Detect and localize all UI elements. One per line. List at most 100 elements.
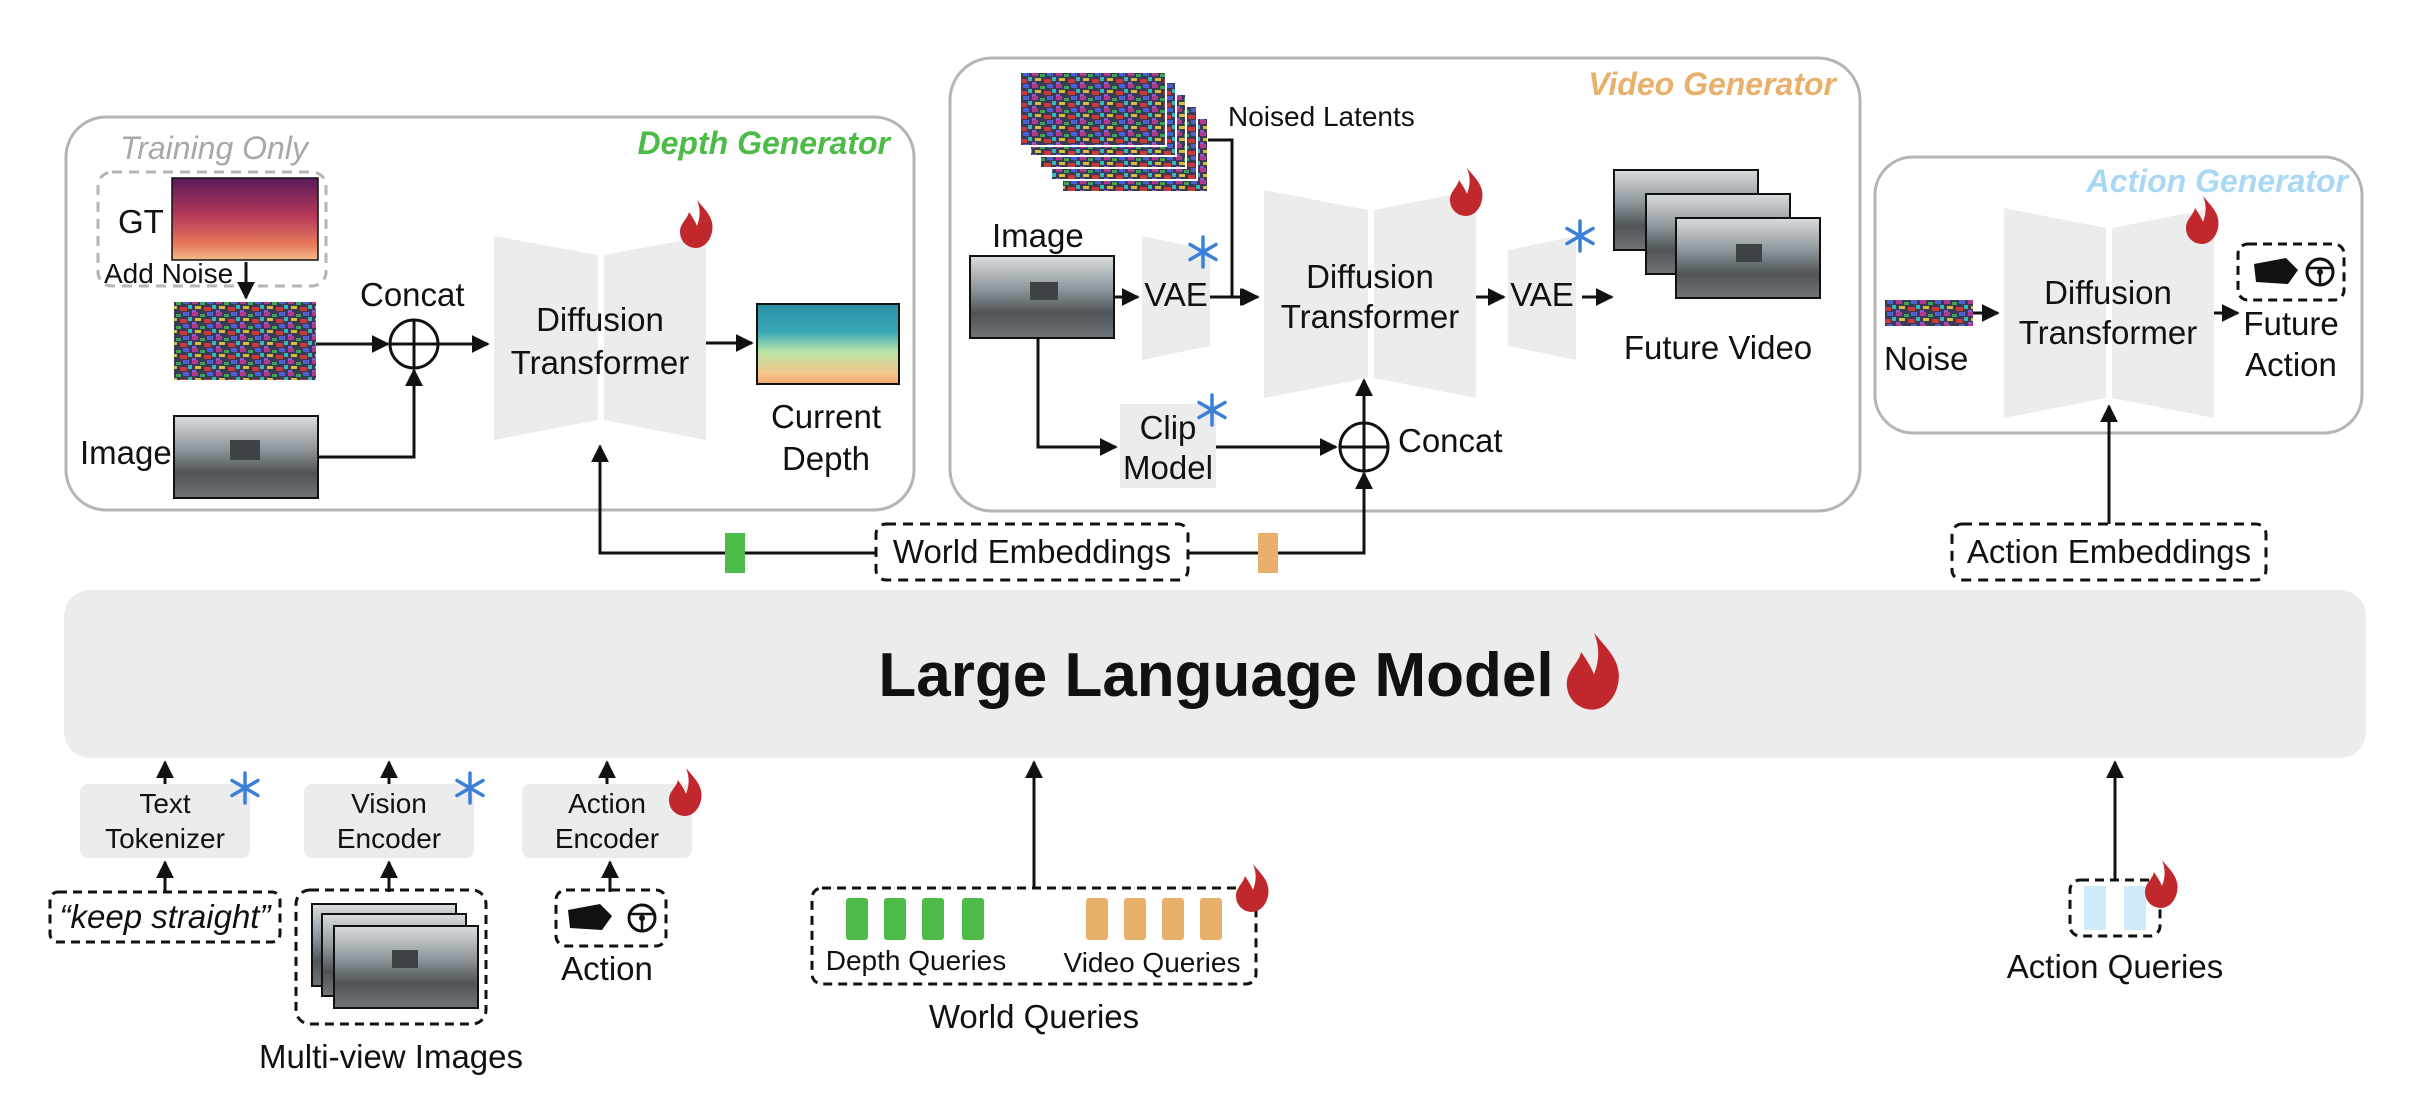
depth-input-street-image — [173, 415, 319, 499]
action-diffusion-transformer: Diffusion Transformer — [2004, 208, 2214, 418]
video-input-street-image — [969, 255, 1115, 339]
video-query-token — [1124, 898, 1146, 940]
depth-queries-label: Depth Queries — [826, 945, 1007, 976]
text-tokenizer-label-2: Tokenizer — [105, 823, 225, 854]
video-concat-label: Concat — [1398, 422, 1503, 459]
action-noise-label: Noise — [1884, 340, 1968, 377]
video-query-token — [1200, 898, 1222, 940]
action-encoder-label-1: Action — [568, 788, 646, 819]
vae-in-label: VAE — [1144, 276, 1208, 313]
gt-label: GT — [118, 203, 164, 240]
action-embeddings: Action Embeddings — [1950, 522, 2268, 582]
action-generator-title: Action Generator — [2086, 163, 2350, 199]
action-encoder: Action Encoder — [522, 784, 692, 858]
world-embeddings-label: World Embeddings — [893, 533, 1171, 570]
action-input-box — [554, 888, 668, 948]
vae-decoder: VAE — [1508, 236, 1576, 360]
video-concat-symbol — [1338, 421, 1390, 473]
training-only-label: Training Only — [120, 130, 310, 166]
fire-icon — [2145, 860, 2178, 908]
clip-model-label-1: Clip — [1140, 409, 1197, 446]
depth-embedding-token — [725, 533, 745, 573]
current-depth-image — [756, 303, 900, 385]
text-tokenizer: Text Tokenizer — [80, 784, 250, 858]
vae-encoder: VAE — [1142, 236, 1210, 360]
world-queries-box: Depth Queries Video Queries — [810, 886, 1258, 986]
snowflake-icon — [455, 771, 485, 805]
future-action-label-1: Future — [2243, 305, 2338, 342]
depth-concat-symbol — [388, 318, 440, 370]
depth-concat-label: Concat — [360, 276, 465, 313]
pedal-icon — [2254, 258, 2298, 284]
fire-icon — [680, 200, 713, 248]
action-input-label: Action — [561, 950, 653, 987]
video-transformer-label-2: Transformer — [1281, 298, 1459, 335]
action-generator-panel: Action Generator Noise Diffusion Transfo… — [1873, 155, 2364, 435]
noised-latents-label: Noised Latents — [1228, 101, 1415, 132]
action-encoder-label-2: Encoder — [555, 823, 659, 854]
vision-encoder-label-1: Vision — [351, 788, 427, 819]
snowflake-icon — [1565, 219, 1595, 253]
future-video-stack — [1613, 169, 1821, 299]
current-depth-label-2: Depth — [782, 440, 870, 477]
video-embedding-token — [1258, 533, 1278, 573]
action-query-token — [2124, 886, 2146, 930]
action-embeddings-label: Action Embeddings — [1967, 533, 2251, 570]
depth-diffusion-transformer: Diffusion Transformer — [494, 236, 706, 440]
depth-generator-panel: Depth Generator Training Only GT Add Noi… — [64, 115, 916, 512]
depth-query-token — [922, 898, 944, 940]
future-action-label-2: Action — [2245, 346, 2337, 383]
fire-icon — [2186, 196, 2219, 244]
depth-generator-title: Depth Generator — [638, 125, 892, 161]
future-video-label: Future Video — [1624, 329, 1812, 366]
action-query-token — [2084, 886, 2106, 930]
action-transformer-label-1: Diffusion — [2044, 274, 2172, 311]
large-language-model: Large Language Model — [64, 590, 2366, 758]
video-image-label: Image — [992, 217, 1084, 254]
multiview-images-box — [294, 888, 488, 1026]
vae-out-label: VAE — [1510, 276, 1574, 313]
fire-icon — [1236, 864, 1269, 912]
snowflake-icon — [1197, 393, 1227, 427]
steering-wheel-icon — [2305, 257, 2335, 287]
future-action-icon-box — [2236, 242, 2346, 302]
video-query-token — [1162, 898, 1184, 940]
depth-query-token — [962, 898, 984, 940]
video-query-token — [1086, 898, 1108, 940]
noised-latents-stack — [1019, 71, 1209, 193]
gt-depth-image — [171, 177, 319, 261]
current-depth-label-1: Current — [771, 398, 881, 435]
pedal-icon — [568, 904, 612, 930]
training-only-box — [96, 170, 328, 288]
text-tokenizer-label-1: Text — [139, 788, 191, 819]
steering-wheel-icon — [627, 903, 657, 933]
vision-encoder: Vision Encoder — [304, 784, 474, 858]
keep-straight-box: “keep straight” — [48, 890, 282, 944]
keep-straight-label: “keep straight” — [60, 898, 273, 935]
snowflake-icon — [230, 771, 260, 805]
fire-icon — [669, 768, 702, 816]
clip-model-label-2: Model — [1123, 449, 1213, 486]
depth-query-token — [846, 898, 868, 940]
depth-transformer-label-1: Diffusion — [536, 301, 664, 338]
video-queries-label: Video Queries — [1064, 947, 1241, 978]
depth-image-label: Image — [80, 434, 172, 471]
video-generator-panel: Video Generator Noised Latents Image VAE — [948, 56, 1862, 513]
video-transformer-label-1: Diffusion — [1306, 258, 1434, 295]
depth-query-token — [884, 898, 906, 940]
world-queries-label: World Queries — [929, 998, 1139, 1035]
noised-depth-image — [174, 302, 316, 380]
add-noise-label: Add Noise — [104, 258, 233, 289]
fire-icon — [1450, 168, 1483, 216]
action-queries-label: Action Queries — [2007, 948, 2223, 985]
vision-encoder-label-2: Encoder — [337, 823, 441, 854]
action-transformer-label-2: Transformer — [2019, 314, 2197, 351]
llm-label: Large Language Model — [878, 641, 1553, 710]
video-generator-title: Video Generator — [1588, 66, 1837, 102]
action-noise-image — [1885, 300, 1973, 326]
world-embeddings: World Embeddings — [874, 522, 1190, 582]
fire-icon — [1566, 632, 1619, 710]
video-diffusion-transformer: Diffusion Transformer — [1264, 190, 1476, 398]
snowflake-icon — [1188, 235, 1218, 269]
